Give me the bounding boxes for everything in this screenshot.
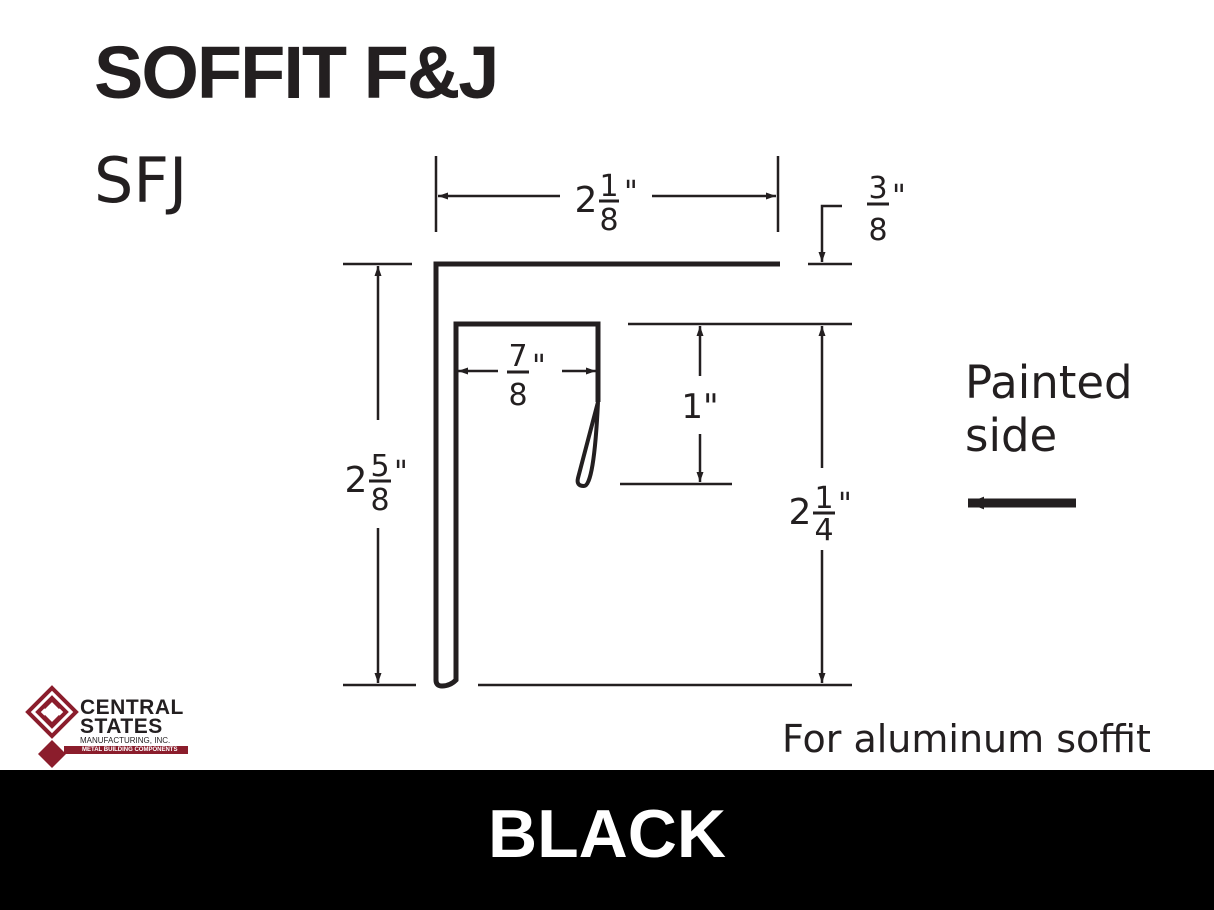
dim-top-gap-unit: " [892,179,906,214]
dim-channel-whole: 2 [789,492,812,533]
dim-top-gap-den: 8 [868,213,887,248]
hem-hook [575,401,600,489]
logo-line-central: CENTRAL [80,696,184,719]
color-label: BLACK [488,796,726,872]
dim-label-top-gap: 3 8 " [867,171,906,248]
dim-label-total-height: 2 5 8 " [345,449,408,518]
dim-top-width-whole: 2 [575,180,598,221]
dim-label-channel-height: 2 1 4 " [789,481,852,548]
logo-line-manufacturing: MANUFACTURING, INC. [80,736,171,745]
painted-side-line2: side [965,409,1058,463]
dim-channel-unit: " [838,487,852,522]
logo-line-states: STATES [80,715,163,738]
extension-lines [343,156,852,687]
dim-top-gap-num: 3 [868,171,887,206]
dim-inner-num: 7 [508,339,527,374]
dim-top-width-den: 8 [599,203,618,238]
dim-inner-den: 8 [508,378,527,413]
dim-lip-height: 1" [681,387,718,427]
painted-side-label: Painted side [965,356,1133,462]
product-title: SOFFIT F&J [94,31,499,114]
painted-side-line1: Painted [965,356,1133,409]
product-code: SFJ [94,144,188,217]
usage-note: For aluminum soffit [782,717,1151,761]
dim-total-den: 8 [370,483,389,518]
dim-top-gap-leader [818,204,842,262]
dim-channel-num: 1 [814,481,833,516]
dim-label-inner-width: 7 8 " [507,339,546,413]
dim-total-unit: " [394,455,408,490]
trim-profile [433,261,780,689]
dim-total-whole: 2 [345,460,368,501]
dim-total-num: 5 [370,449,389,484]
dim-channel-den: 4 [814,513,833,548]
dim-inner-unit: " [532,349,546,384]
dim-top-width-unit: " [624,175,638,210]
dim-label-top-width: 2 1 8 " [575,169,638,238]
profile-drawing: 2 1 8 " 3 8 " 7 8 " 1" 2 5 8 " 2 1 4 " [25,156,1076,768]
company-logo-mark [25,685,188,768]
dim-top-width-num: 1 [599,169,618,204]
logo-tagline: METAL BUILDING COMPONENTS [82,747,178,753]
color-bar [0,770,1214,910]
